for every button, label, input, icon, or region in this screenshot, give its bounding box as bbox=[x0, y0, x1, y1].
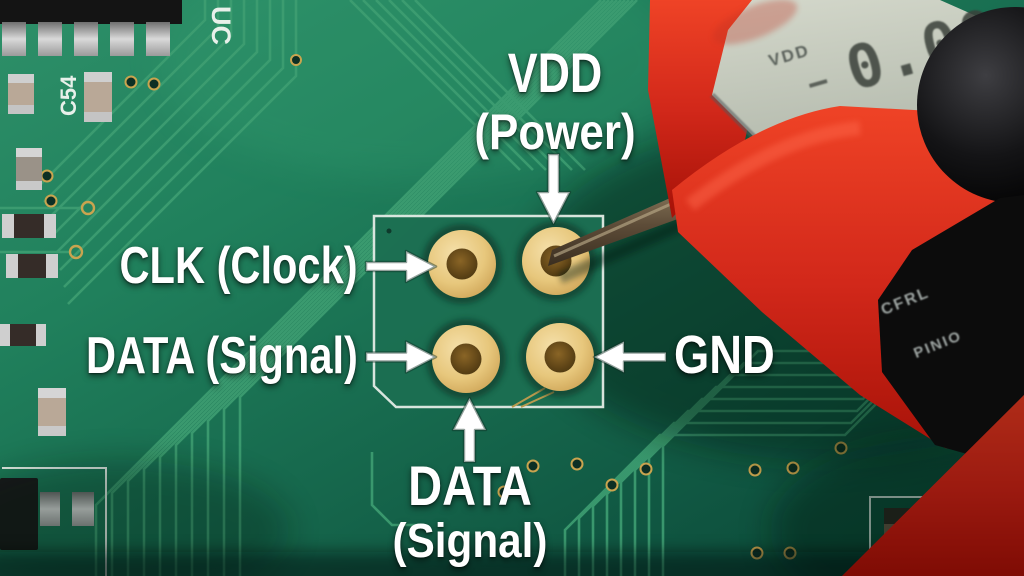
via bbox=[290, 54, 302, 66]
probe-cable-shade bbox=[842, 395, 1024, 576]
test-pad-data bbox=[426, 319, 506, 399]
silkscreen-ref-uc: UC bbox=[206, 6, 236, 45]
annotation-gnd: GND bbox=[674, 328, 775, 382]
test-pad-clk bbox=[422, 224, 502, 304]
edge-shadow bbox=[0, 460, 290, 576]
annotation-vdd: VDD (Power) bbox=[415, 41, 695, 160]
silkscreen-dot bbox=[386, 228, 392, 234]
clk-label: CLK (Clock) bbox=[119, 237, 358, 295]
chip-pin bbox=[110, 22, 134, 56]
trace-pad-end bbox=[68, 244, 84, 260]
gnd-label: GND bbox=[674, 325, 775, 385]
via bbox=[786, 461, 800, 475]
probe-cable bbox=[842, 395, 1024, 576]
annotation-data-bottom: DATA (Signal) bbox=[330, 458, 610, 566]
chip-pin bbox=[38, 22, 62, 56]
via bbox=[147, 77, 161, 91]
via bbox=[605, 478, 619, 492]
clk-arrow-right-icon bbox=[364, 249, 438, 284]
vdd-label: VDD bbox=[507, 41, 603, 104]
probe-grip-dark bbox=[878, 195, 1024, 470]
chip-pin bbox=[2, 22, 26, 56]
data-arrow-right-icon bbox=[364, 340, 438, 374]
via bbox=[639, 462, 653, 476]
annotation-arrows bbox=[364, 152, 668, 464]
probe-handle-highlight bbox=[685, 121, 861, 211]
annotation-data-side: DATA (Signal) bbox=[86, 330, 358, 382]
via bbox=[40, 169, 54, 183]
data-bottom-label: DATA bbox=[408, 454, 532, 517]
gnd-arrow-left-icon bbox=[592, 340, 668, 374]
via bbox=[748, 463, 762, 477]
via bbox=[44, 194, 58, 208]
data-arrow-up-icon bbox=[451, 396, 488, 464]
chip-pin bbox=[146, 22, 170, 56]
trace-pad-end bbox=[80, 200, 96, 216]
test-pad-gnd bbox=[520, 317, 600, 397]
chip-pin bbox=[74, 22, 98, 56]
via bbox=[124, 75, 138, 89]
probe-knob bbox=[917, 7, 1024, 203]
annotation-clk: CLK (Clock) bbox=[120, 240, 358, 292]
data-side-label: DATA (Signal) bbox=[86, 327, 358, 385]
data-bottom-sublabel: (Signal) bbox=[392, 515, 548, 568]
via bbox=[570, 457, 584, 471]
vdd-sublabel: (Power) bbox=[474, 104, 636, 160]
via bbox=[526, 459, 540, 473]
via bbox=[497, 485, 511, 499]
ic-chip bbox=[0, 0, 182, 56]
lcd-reflection bbox=[712, 0, 798, 45]
smd-resistor bbox=[0, 324, 46, 346]
vdd-arrow-down-icon bbox=[535, 152, 572, 226]
silkscreen-ref-c54: C54 bbox=[56, 75, 81, 116]
